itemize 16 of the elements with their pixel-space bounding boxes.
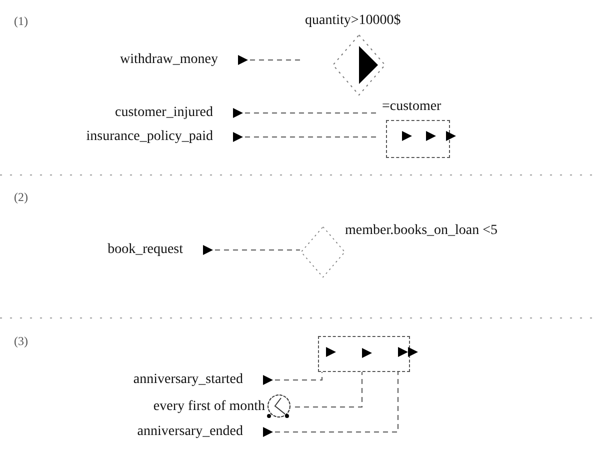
condition-text: quantity>10000$	[305, 12, 401, 30]
condition-text: member.books_on_loan <5	[345, 222, 498, 240]
join-label: =customer	[382, 98, 442, 116]
section-number: (2)	[14, 190, 28, 205]
connector-line	[274, 372, 322, 380]
timer-label: every first of month	[153, 398, 265, 416]
connector-line	[274, 372, 398, 432]
section-number: (1)	[14, 14, 28, 29]
event-name: customer_injured	[115, 104, 213, 122]
event-name: anniversary_ended	[137, 423, 243, 441]
section-number: (3)	[14, 334, 28, 349]
event-name: insurance_policy_paid	[86, 128, 213, 146]
event-name: anniversary_started	[133, 371, 243, 389]
event-name: book_request	[108, 241, 183, 259]
connector-line	[294, 372, 362, 408]
event-name: withdraw_money	[120, 51, 218, 69]
